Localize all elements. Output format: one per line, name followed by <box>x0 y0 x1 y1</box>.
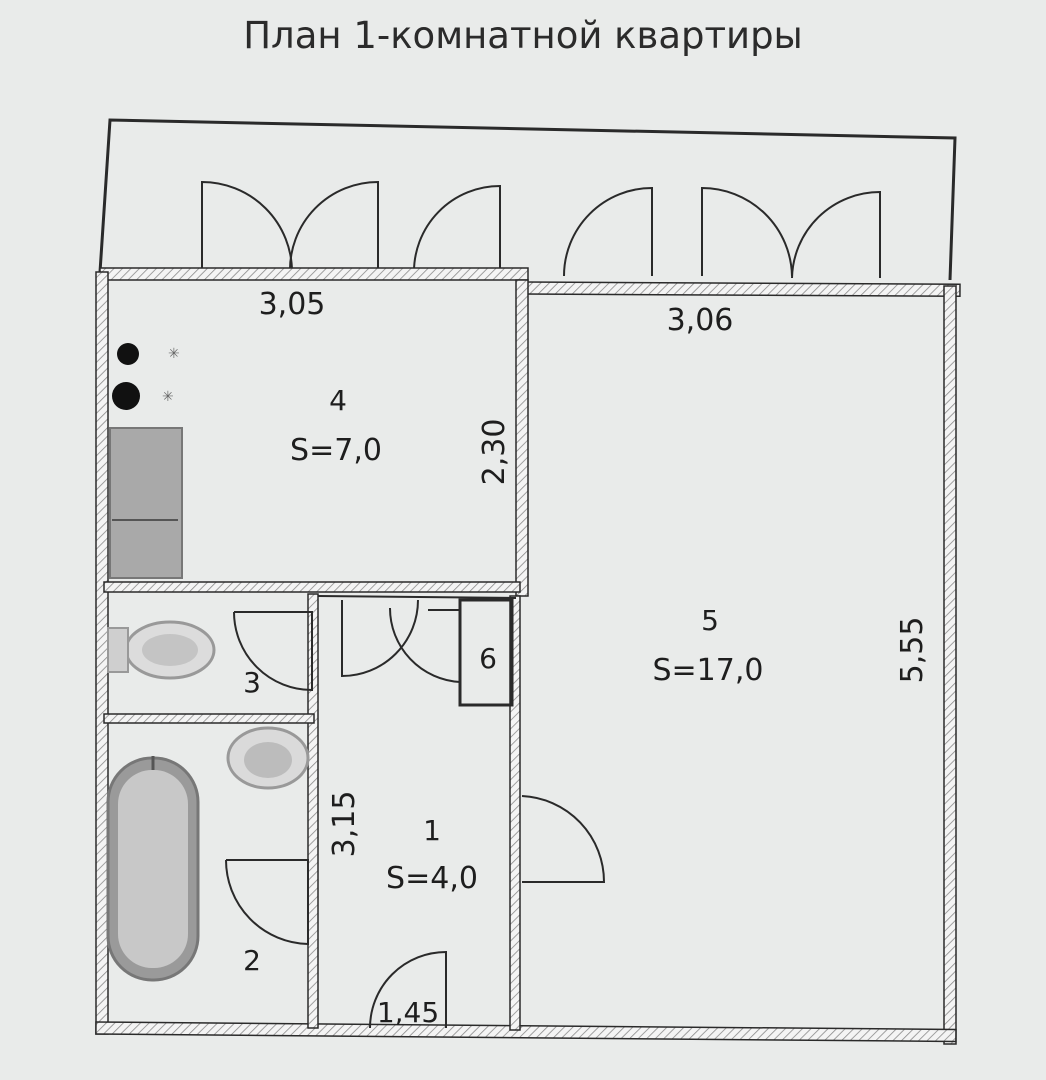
wall-bath-corridor <box>307 593 319 1029</box>
dimension-kitchen-depth: 2,30 <box>477 419 512 486</box>
wall-left <box>95 271 109 1035</box>
room-1-area: S=4,0 <box>386 861 478 896</box>
dimension-labels: 3,05 3,06 2,30 5,55 3,15 1,45 <box>259 287 930 1029</box>
door-room <box>521 795 606 883</box>
door-toilet <box>233 611 313 692</box>
window-arc-2 <box>288 180 379 273</box>
door-entrance <box>369 950 447 1029</box>
stove-burner-icon <box>112 382 140 410</box>
toilet-icon <box>107 620 216 680</box>
dimension-corridor-depth: 3,15 <box>327 791 362 858</box>
closet-6-outline <box>458 598 514 707</box>
wall-toilet-bath <box>103 713 315 724</box>
dimension-kitchen-width: 3,05 <box>259 287 326 322</box>
door-kitchen <box>341 599 419 678</box>
sink-icon <box>109 427 183 579</box>
room-2-number: 2 <box>243 944 261 977</box>
window-arc-4 <box>563 186 653 277</box>
interior-doors <box>225 599 606 1029</box>
room-1-number: 1 <box>423 814 441 847</box>
svg-text:✳: ✳ <box>168 346 180 362</box>
svg-text:✳: ✳ <box>162 389 174 405</box>
room-labels: 4 S=7,0 5 S=17,0 1 S=4,0 2 3 6 <box>243 384 763 977</box>
balcony <box>98 118 957 281</box>
wall-top-right <box>523 281 961 298</box>
dimension-room-width: 3,06 <box>667 303 734 338</box>
wall-bottom <box>95 1021 957 1043</box>
dimension-room-depth: 5,55 <box>895 617 930 684</box>
stove-burner-icon <box>117 343 139 365</box>
room-5-number: 5 <box>701 604 719 637</box>
room-4-area: S=7,0 <box>290 433 382 468</box>
partitions <box>317 595 517 707</box>
wall-top-left <box>99 267 529 281</box>
window-arc-6 <box>791 190 881 279</box>
room-5-area: S=17,0 <box>653 653 764 688</box>
room-6-number: 6 <box>479 642 497 675</box>
kitchen-fixtures: ✳ ✳ <box>109 343 183 579</box>
wall-right <box>943 285 957 1045</box>
room-4-number: 4 <box>329 384 347 417</box>
washbasin-icon <box>226 726 310 790</box>
door-bath <box>225 859 309 946</box>
wall-kitchen-room <box>515 279 529 597</box>
balcony-windows <box>201 180 881 279</box>
door-closet <box>388 607 461 683</box>
dimension-corridor-width: 1,45 <box>377 996 439 1029</box>
wall-kitchen-bottom <box>103 581 521 593</box>
wall-corridor-room <box>509 595 521 1031</box>
plan-title: План 1-комнатной квартиры <box>243 14 803 57</box>
bathtub-icon <box>106 756 200 982</box>
window-arc-5 <box>701 186 793 277</box>
window-arc-3 <box>412 184 501 275</box>
interior-walls <box>103 279 529 1031</box>
room-3-number: 3 <box>243 666 261 699</box>
window-arc-1 <box>201 180 293 273</box>
